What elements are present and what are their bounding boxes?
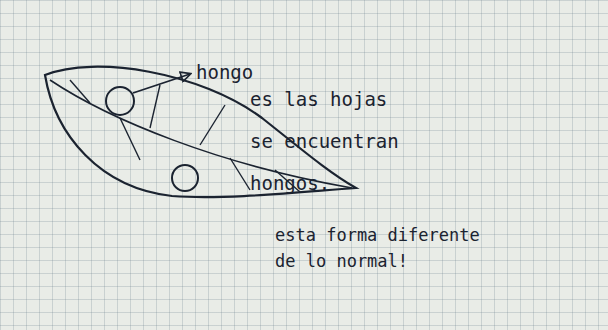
fungus-label: hongo [196,60,253,84]
fungus-spot [172,165,198,191]
observation-note: es las hojas se encuentran hongos. [250,78,406,204]
pointer-arrow [133,74,190,93]
shape-note: esta forma diferente de lo normal! [275,222,495,274]
fungus-spot [106,87,134,115]
